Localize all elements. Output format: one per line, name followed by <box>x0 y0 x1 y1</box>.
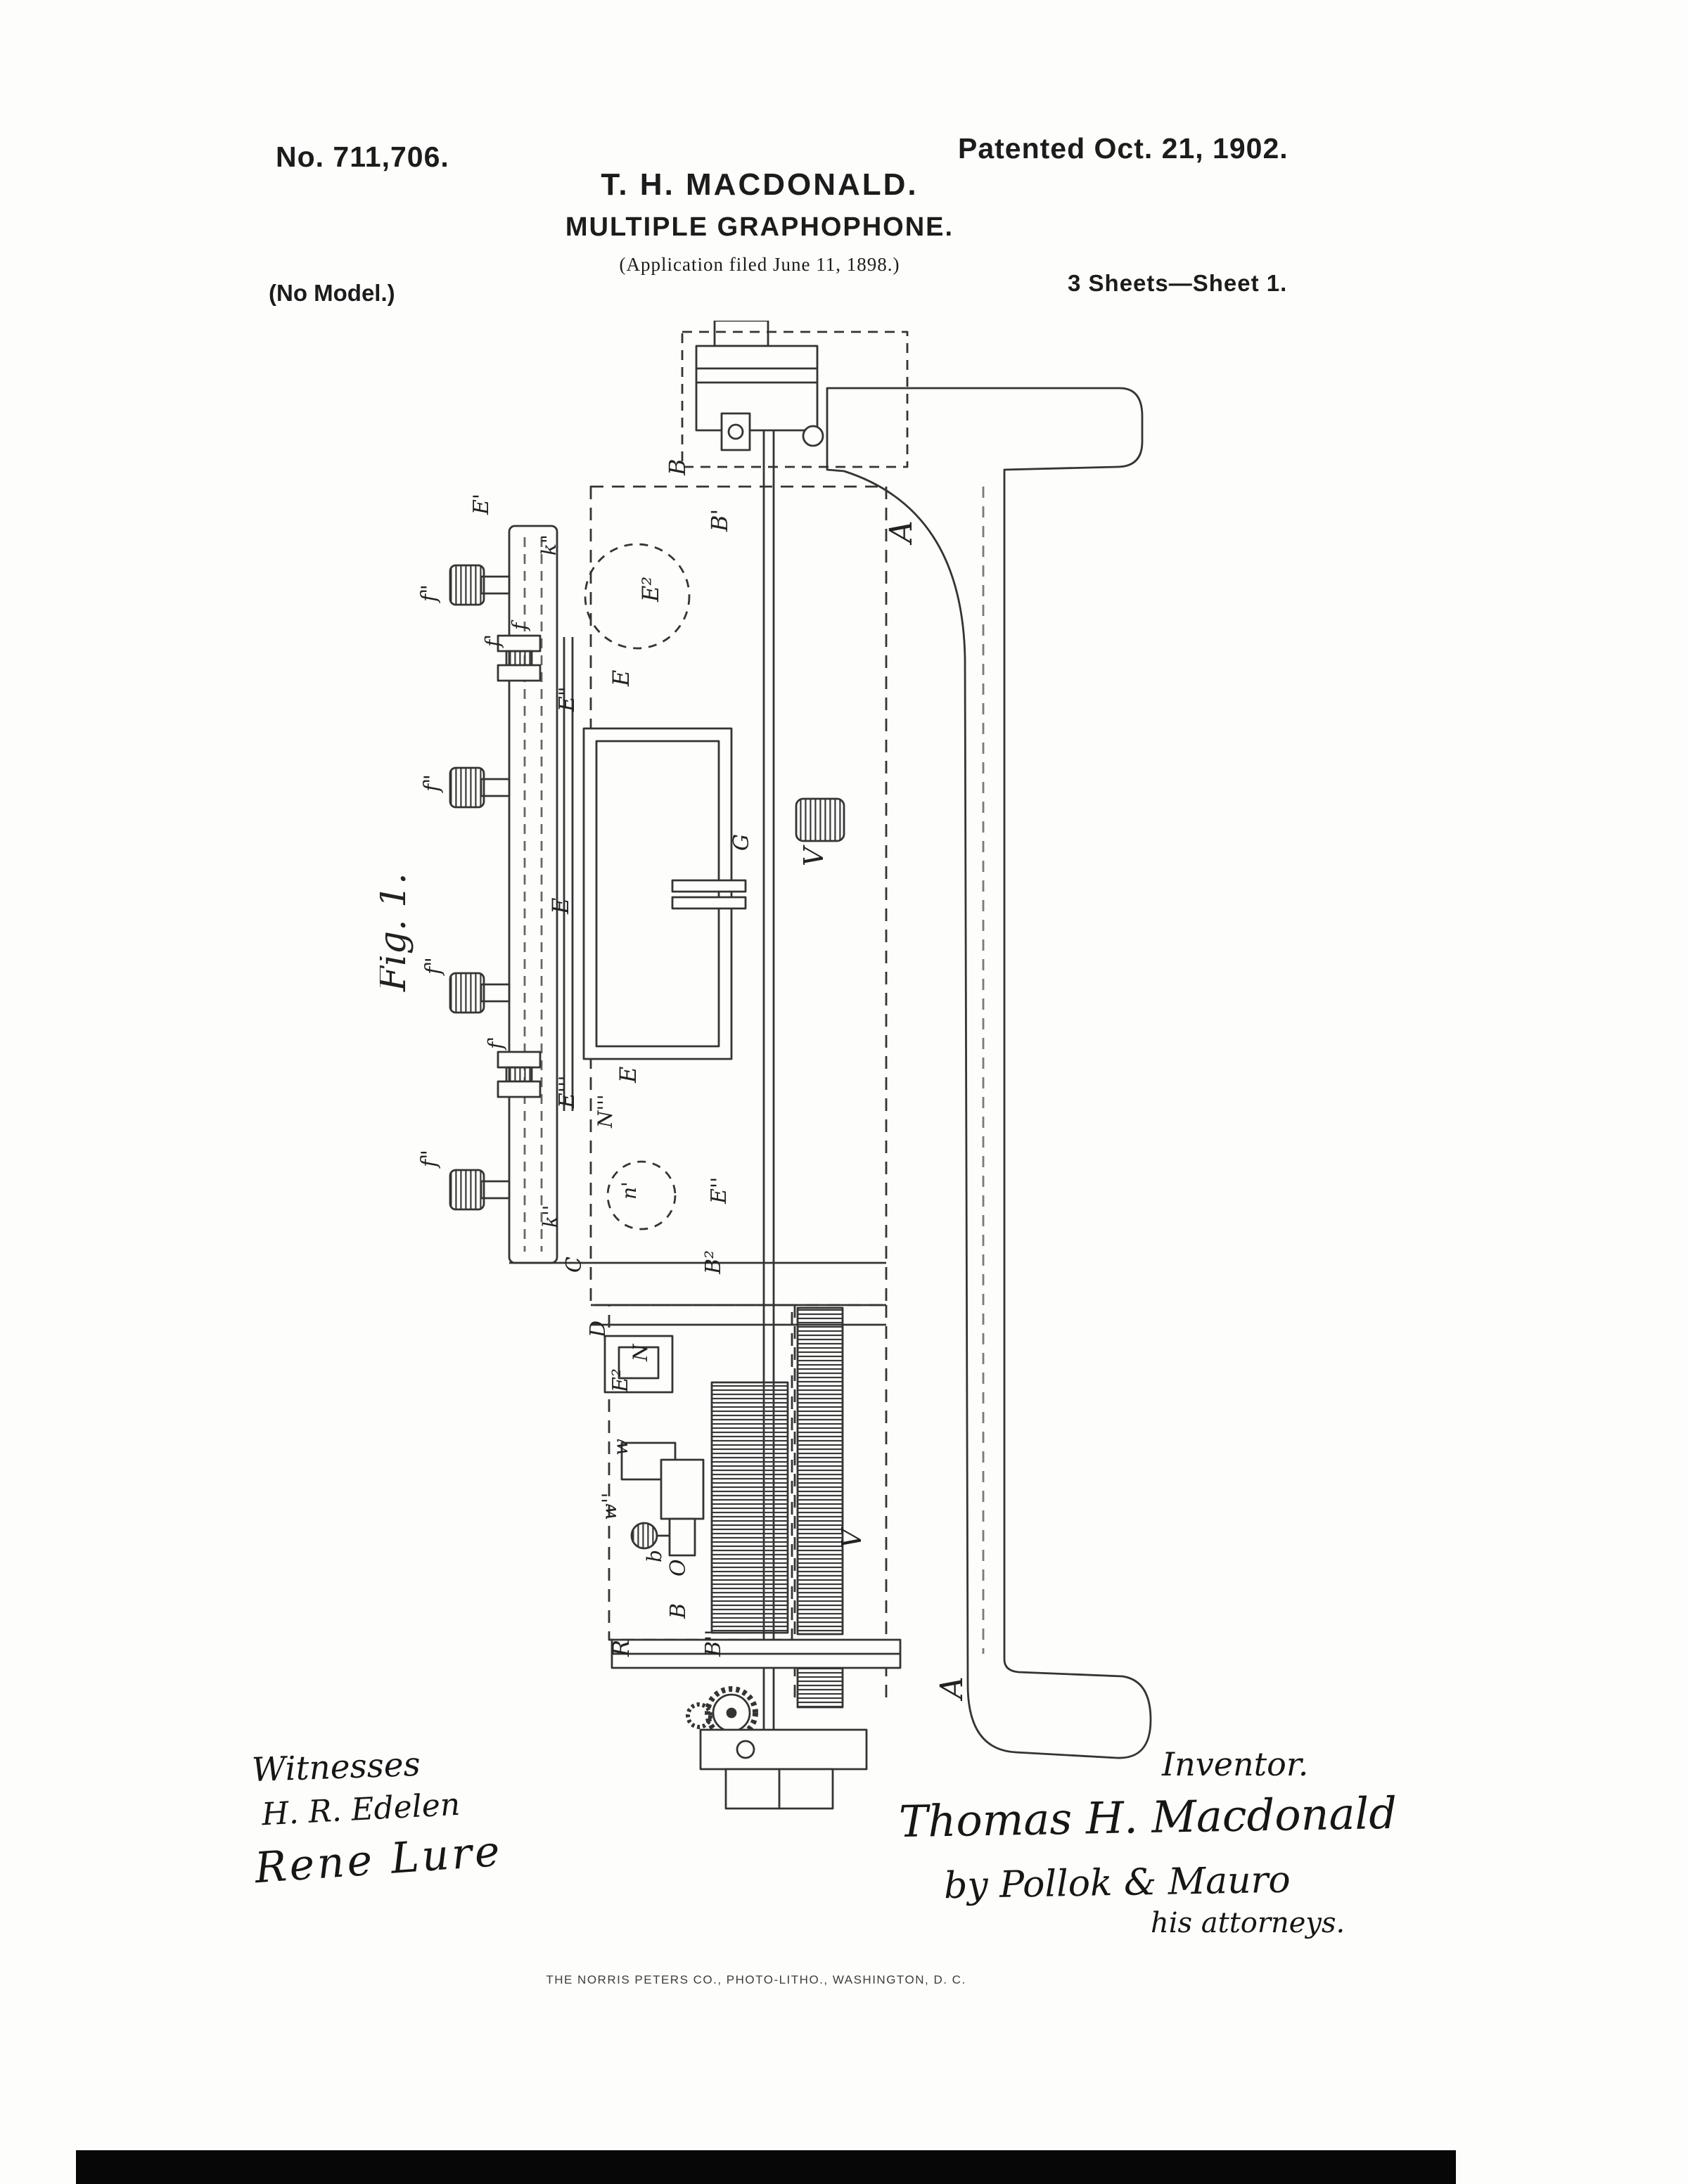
adjusting-knob <box>449 972 511 1014</box>
part-label: O <box>666 1559 691 1576</box>
adjusting-knob <box>449 1169 511 1211</box>
adjusting-knob <box>449 564 511 606</box>
attorney-signature: by Pollok & Mauro <box>943 1858 1291 1908</box>
part-label: B <box>666 1603 691 1619</box>
carriage <box>582 727 733 1060</box>
part-label: b <box>643 1550 666 1562</box>
part-label: f" <box>417 584 442 603</box>
inventor-heading: Inventor. <box>1162 1745 1309 1783</box>
figure-1-drawing: Fig. 1. E'f"f'fk"E²BB'AE"Ef"GVEf"f'E'''E… <box>380 321 1152 1810</box>
adjusting-knob <box>449 766 511 809</box>
part-label: V <box>836 1527 867 1548</box>
witnesses-heading: Witnesses <box>251 1745 421 1790</box>
inventor-signature: Thomas H. Macdonald <box>898 1787 1398 1848</box>
binding-post <box>497 1051 542 1098</box>
printer-imprint: THE NORRIS PETERS CO., PHOTO-LITHO., WAS… <box>546 1973 966 1986</box>
bracket <box>603 1335 674 1394</box>
witness-signature-1: H. R. Edelen <box>260 1786 461 1833</box>
part-label: E <box>615 1067 641 1084</box>
part-label: f" <box>417 1150 442 1169</box>
part-label: f <box>508 619 531 631</box>
part-label: E <box>547 898 574 915</box>
part-label: V <box>798 844 829 866</box>
part-label: N <box>629 1343 652 1362</box>
part-label: B² <box>701 1250 726 1275</box>
part-label: E' <box>469 494 494 515</box>
witness-signature-2: Rene Lure <box>252 1826 504 1894</box>
part-label: E'' <box>707 1177 731 1205</box>
figure-label: Fig. 1. <box>380 873 414 992</box>
part-label: E² <box>637 577 664 603</box>
part-label: A <box>883 520 919 546</box>
patent-number: No. 711,706. <box>276 141 449 173</box>
spring-barrels <box>710 1306 844 1709</box>
base-mount <box>699 1728 868 1810</box>
part-label: E''' <box>555 1075 580 1109</box>
title-block: T. H. MACDONALD. MULTIPLE GRAPHOPHONE. (… <box>457 167 1062 276</box>
part-label: C <box>562 1257 587 1273</box>
part-label: f" <box>421 957 446 976</box>
part-label: G <box>729 834 754 851</box>
inventor-name-heading: T. H. MACDONALD. <box>601 167 919 202</box>
part-label: f' <box>484 1036 507 1051</box>
model-note: (No Model.) <box>269 280 395 306</box>
part-label: E² <box>608 1368 633 1393</box>
part-label: k'' <box>539 1205 562 1228</box>
patent-title: MULTIPLE GRAPHOPHONE. <box>565 212 954 242</box>
application-note: (Application filed June 11, 1898.) <box>619 254 900 275</box>
frame-a <box>826 387 1152 1759</box>
patent-date: Patented Oct. 21, 1902. <box>958 132 1289 165</box>
base-rail <box>610 1638 902 1669</box>
binding-post <box>497 634 542 682</box>
scan-artifact-bar <box>76 2150 1456 2184</box>
part-label: k" <box>537 534 561 555</box>
part-label: f' <box>481 634 504 648</box>
feed-rod <box>563 637 574 1111</box>
part-label: n' <box>618 1181 641 1200</box>
speed-knob <box>795 797 845 842</box>
part-label: A <box>934 1676 970 1702</box>
part-label: w'' <box>598 1493 621 1520</box>
part-label: R <box>608 1640 634 1657</box>
part-label: B' <box>706 509 733 532</box>
part-label: D <box>586 1321 610 1338</box>
part-label: E" <box>555 686 580 712</box>
part-label: w <box>609 1439 632 1456</box>
part-label: E <box>608 670 634 687</box>
part-label: f" <box>420 774 445 793</box>
part-label: B'' <box>701 1629 726 1657</box>
part-labels: E' f" f' f k" E² B B' A E" Ef" G V Ef" f' E''' E N''' n' E'… <box>417 458 970 1702</box>
clamp <box>671 879 747 910</box>
sheet-note: 3 Sheets—Sheet 1. <box>1068 270 1288 296</box>
governor-parts <box>620 1441 705 1557</box>
part-label: B <box>664 458 691 476</box>
motor-mount <box>681 321 909 468</box>
attorneys-line: his attorneys. <box>1151 1907 1345 1939</box>
part-label: N''' <box>594 1094 617 1129</box>
